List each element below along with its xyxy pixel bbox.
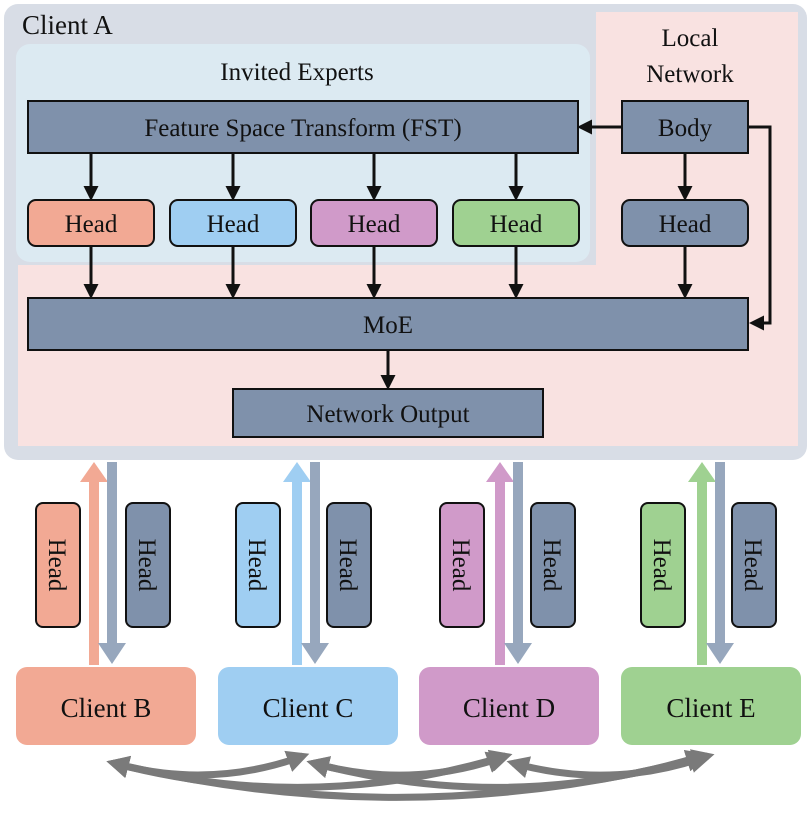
client-c-box	[218, 667, 398, 745]
local-network-title-line2: Network	[646, 61, 734, 88]
upload-head-tag-c	[235, 502, 281, 628]
expert-head-2-label: Head	[207, 211, 260, 238]
invited-experts-title: Invited Experts	[220, 59, 373, 86]
upload-head-tag-b-label: Head	[43, 539, 70, 592]
upload-arrow-c	[283, 462, 311, 665]
upload-head-tag-e	[640, 502, 686, 628]
upload-arrow-e	[688, 462, 716, 665]
local-network-title-line1: Local	[662, 25, 719, 52]
download-head-tag-e	[731, 502, 777, 628]
client-d-box	[419, 667, 599, 745]
client-e-box	[621, 667, 801, 745]
network-output-block	[232, 388, 544, 438]
client-d-label: Client D	[463, 693, 555, 723]
download-head-tag-c-label: Head	[334, 539, 361, 592]
client-c-label: Client C	[263, 693, 354, 723]
expert-head-3-label: Head	[348, 211, 401, 238]
upload-head-tag-d-label: Head	[447, 539, 474, 592]
download-head-tag-c	[326, 502, 372, 628]
fst-block	[27, 100, 579, 154]
download-arrow-c	[301, 462, 329, 664]
download-arrow-d	[504, 462, 532, 664]
network-output-label: Network Output	[306, 401, 469, 428]
client-b-label: Client B	[61, 693, 152, 723]
moe-label: MoE	[363, 312, 413, 339]
download-head-tag-d	[530, 502, 576, 628]
local-head-label: Head	[659, 211, 712, 238]
body-label: Body	[658, 115, 713, 142]
upload-head-tag-d	[439, 502, 485, 628]
moe-block	[27, 297, 749, 351]
download-head-tag-e-label: Head	[739, 539, 766, 592]
download-head-tag-b	[125, 502, 171, 628]
exchange-arrows	[80, 462, 734, 665]
download-arrow-e	[706, 462, 734, 664]
expert-head-4-label: Head	[490, 211, 543, 238]
upload-head-tag-c-label: Head	[243, 539, 270, 592]
upload-arrow-b	[80, 462, 108, 665]
download-head-tag-b-label: Head	[133, 539, 160, 592]
expert-head-1-label: Head	[65, 211, 118, 238]
download-arrow-b	[98, 462, 126, 664]
upload-head-tag-b	[35, 502, 81, 628]
upload-arrow-d	[486, 462, 514, 665]
client-b-box	[16, 667, 196, 745]
client-e-label: Client E	[666, 693, 755, 723]
upload-head-tag-e-label: Head	[648, 539, 675, 592]
peer-links	[106, 749, 715, 801]
client-a-title: Client A	[22, 10, 113, 40]
body-to-moe-arrow	[748, 125, 772, 331]
peer-arc-d-e	[506, 751, 712, 779]
exchange-tags: Head Head Head Head Head Head Head Head	[35, 502, 777, 628]
fst-label: Feature Space Transform (FST)	[144, 115, 461, 142]
download-head-tag-d-label: Head	[538, 539, 565, 592]
